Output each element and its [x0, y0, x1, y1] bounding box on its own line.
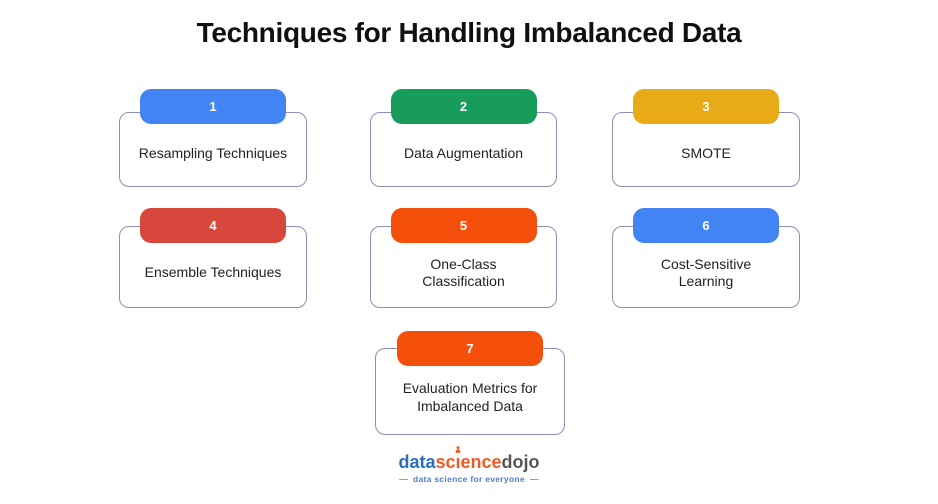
card-label: Data Augmentation: [403, 144, 524, 161]
page-title: Techniques for Handling Imbalanced Data: [196, 17, 742, 48]
card-number-badge: 6: [633, 208, 779, 243]
card-label: Resampling Techniques: [138, 144, 288, 161]
card-label: Evaluation Metrics for Imbalanced Data: [402, 380, 538, 414]
technique-card-5: 5 One-Class Classification: [370, 208, 557, 308]
card-number-badge: 4: [140, 208, 286, 243]
logo-word-data: data: [398, 452, 436, 472]
card-label: Cost-Sensitive Learning: [660, 255, 752, 289]
card-label: One-Class Classification: [422, 255, 505, 289]
technique-card-6: 6 Cost-Sensitive Learning: [612, 208, 800, 308]
technique-card-7: 7 Evaluation Metrics for Imbalanced Data: [375, 331, 565, 435]
card-label: Ensemble Techniques: [144, 264, 282, 281]
logo-word-science-start: sc: [435, 452, 456, 472]
logo-tagline: — data science for everyone —: [0, 474, 938, 484]
tagline-right-dash: —: [529, 474, 539, 484]
card-number-badge: 2: [390, 89, 537, 124]
card-number-badge: 3: [633, 89, 779, 124]
card-number-badge: 7: [397, 331, 543, 366]
logo-word-dojo: dojo: [501, 452, 540, 472]
card-number-badge: 1: [140, 89, 286, 124]
tagline-text: data science for everyone: [413, 474, 525, 484]
tagline-left-dash: —: [399, 474, 409, 484]
card-number-badge: 5: [390, 208, 537, 243]
logo-word-science-end: ence: [460, 452, 502, 472]
technique-card-2: 2 Data Augmentation: [370, 89, 557, 187]
technique-card-4: 4 Ensemble Techniques: [119, 208, 307, 308]
person-icon: [455, 446, 461, 453]
card-label: SMOTE: [681, 144, 731, 161]
logo-letter-i: ı: [455, 446, 461, 472]
technique-card-3: 3 SMOTE: [612, 89, 800, 187]
logo-dotless-i: ı: [455, 452, 461, 472]
technique-card-1: 1 Resampling Techniques: [119, 89, 307, 187]
